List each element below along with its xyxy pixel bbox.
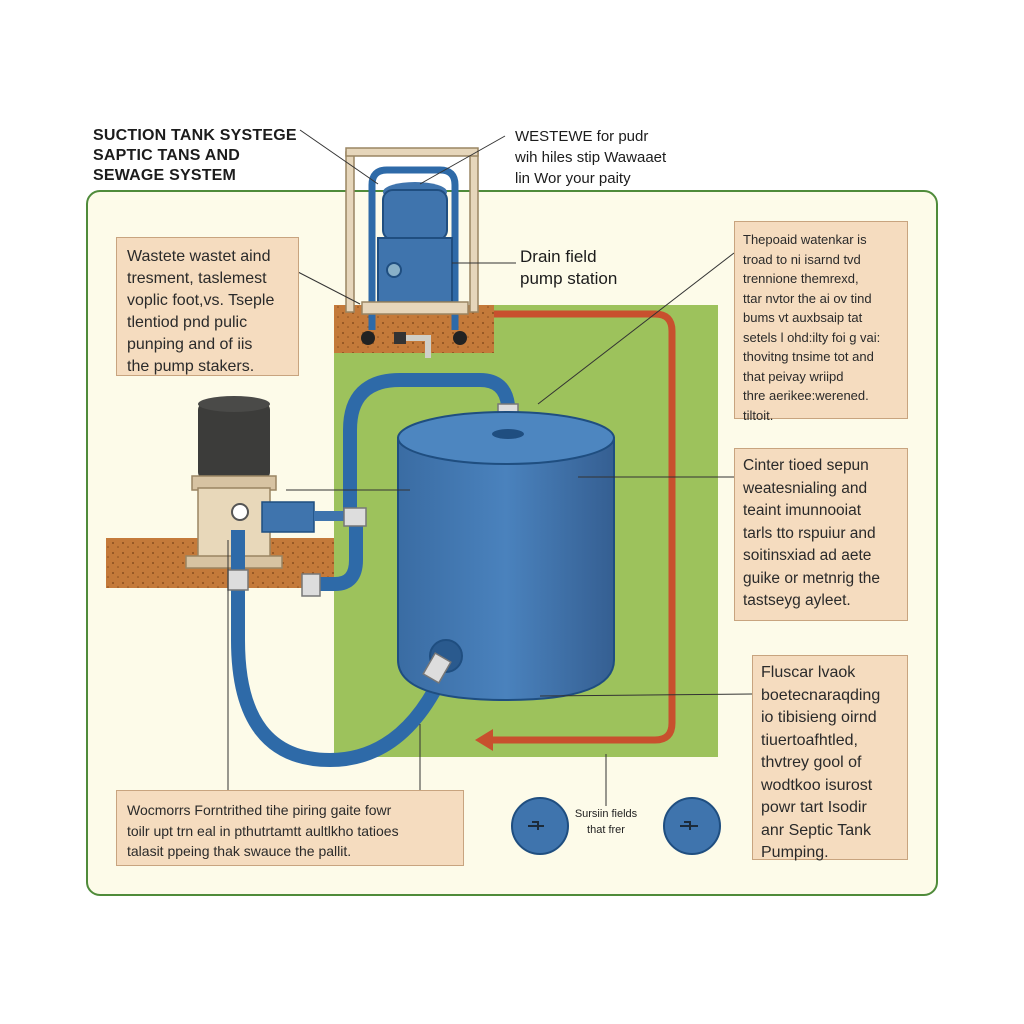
top-note-line: lin Wor your paity	[515, 170, 631, 187]
top-note: WESTEWE for pudr wih hiles stip Wawaaet …	[515, 126, 666, 189]
callout-line: tastseyg ayleet.	[743, 592, 851, 609]
callout-line: guike or metnrig the	[743, 569, 880, 587]
callout-line: Wocmorrs Forntrithed tihe piring gaite f…	[127, 802, 392, 818]
suction-fields-line: that frer	[587, 824, 625, 836]
diagram-title: SUCTION TANK SYSTEGE SAPTIC TANS AND SEW…	[93, 126, 297, 186]
callout-line: tarls tto rspuiur and	[743, 524, 876, 542]
callout-line: troad to ni isarnd tvd	[743, 251, 861, 267]
callout-left: Wastete wastet aind tresment, taslemest …	[116, 237, 299, 376]
valve-icon	[343, 507, 367, 527]
callout-line: soitinsxiad ad aete	[743, 547, 872, 564]
title-line: SAPTIC TANS AND	[93, 147, 240, 164]
callout-line: weatesnialing and	[743, 479, 868, 497]
callout-line: thovitng tnsime tot and	[743, 349, 874, 364]
callout-line: thre aerikee:werened.	[743, 388, 869, 403]
callout-line: punping and of iis	[127, 336, 253, 353]
callout-line: toilr upt trn eal in pthutrtamtt aultlkh…	[127, 822, 399, 839]
suction-fields-label: Sursiin fields that frer	[564, 806, 648, 838]
callout-line: Fluscar lvaok	[761, 664, 856, 681]
tank-icon	[397, 411, 615, 702]
callout-line: Thepoaid watenkar is	[743, 232, 867, 247]
callout-line: boetecnaraqding	[761, 686, 881, 704]
callout-right-mid: Cinter tioed sepun weatesnialing and tea…	[734, 448, 908, 621]
callout-line: thvtrey gool of	[761, 754, 862, 771]
title-line: SEWAGE SYSTEM	[93, 167, 237, 184]
hose-icon	[231, 530, 447, 768]
callout-line: that peivay wriipd	[743, 368, 844, 384]
return-pipe	[488, 310, 676, 744]
callout-line: trennione themrexd,	[743, 271, 859, 286]
callout-line: voplic foot,vs. Tseple	[127, 292, 275, 309]
valve-icon	[227, 569, 249, 591]
title-line: SUCTION TANK SYSTEGE	[93, 127, 297, 144]
valve-icon	[301, 573, 321, 597]
callout-line: the pump stakers.	[127, 358, 255, 375]
callout-line: Cinter tioed sepun	[743, 457, 869, 474]
callout-line: io tibisieng oirnd	[761, 709, 877, 726]
callout-line: setels l ohd:ilty foi g vai:	[743, 329, 881, 345]
callout-line: teaint imunnooiat	[743, 502, 862, 519]
pump-station-line: pump station	[520, 269, 618, 288]
callout-line: wodtkoo isurost	[761, 776, 873, 794]
callout-line: ttar nvtor the ai ov tind	[743, 290, 872, 306]
hose-icon	[310, 520, 363, 591]
callout-right-bottom: Fluscar lvaok boetecnaraqding io tibisie…	[752, 655, 908, 861]
pump-icon	[345, 147, 479, 358]
callout-line: anr Septic Tank	[761, 821, 871, 839]
callout-line: tlentiod pnd pulic	[127, 314, 248, 331]
suction-field-icon	[663, 797, 721, 855]
callout-line: powr tart Isodir	[761, 799, 867, 816]
pump-station-label: Drain field pump station	[520, 246, 617, 290]
callout-line: tresment, taslemest	[127, 270, 267, 287]
leader-lines	[227, 129, 753, 806]
suction-fields-line: Sursiin fields	[574, 808, 638, 820]
callout-bottom: Wocmorrs Forntrithed tihe piring gaite f…	[116, 790, 464, 866]
suction-field-icon	[511, 797, 569, 855]
callout-right-top: Thepoaid watenkar is troad to ni isarnd …	[734, 221, 908, 423]
pump-station-line: Drain field	[520, 247, 597, 266]
arrow-icon	[475, 729, 493, 751]
top-note-line: WESTEWE for pudr	[515, 128, 649, 145]
callout-line: tiuertoafhtled,	[761, 731, 858, 749]
callout-line: tiltoit.	[743, 407, 774, 423]
callout-line: bums vt auxbsaip tat	[743, 310, 863, 325]
top-note-line: wih hiles stip Wawaaet	[515, 149, 667, 166]
callout-line: Wastete wastet aind	[127, 248, 271, 265]
callout-line: talasit ppeing thak swauce the pallit.	[127, 843, 352, 859]
hose-icon	[343, 373, 515, 523]
callout-line: Pumping.	[761, 844, 829, 861]
